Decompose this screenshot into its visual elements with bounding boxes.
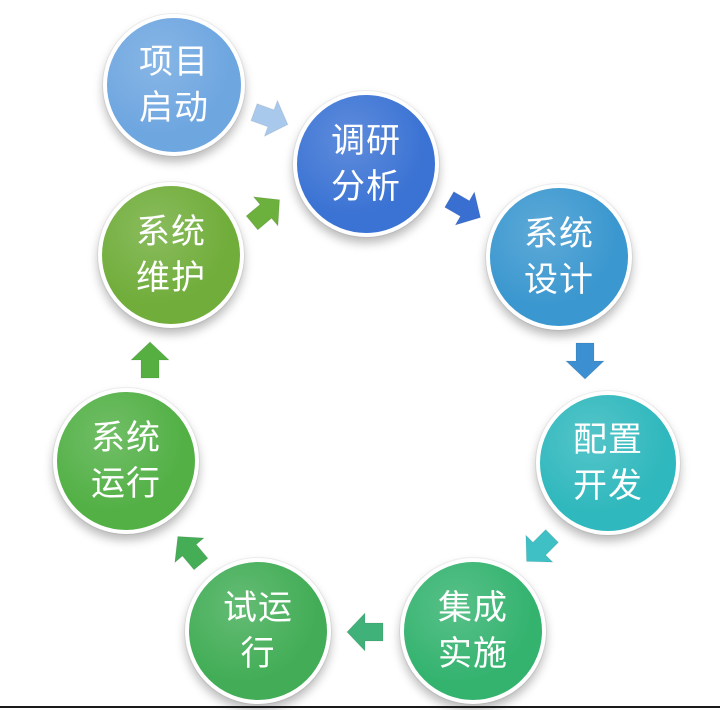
node-shi-yunxing-line2: 行 [240, 634, 276, 674]
node-xitong-yunxing-line1: 系统 [91, 418, 161, 458]
node-xitong-sheji: 系统 设计 [486, 184, 632, 330]
flow-arrow-1 [250, 99, 289, 138]
flow-arrow-7 [129, 341, 171, 379]
node-xitong-weihu-line1: 系统 [136, 212, 206, 252]
node-diaoyan-fenxi: 调研 分析 [293, 91, 439, 237]
node-xitong-yunxing-line2: 运行 [91, 464, 161, 504]
flow-arrow-2 [444, 190, 482, 226]
node-peizhi-kaifa-line2: 开发 [573, 466, 643, 506]
node-peizhi-kaifa-line1: 配置 [573, 420, 643, 460]
node-shi-yunxing: 试运 行 [185, 558, 331, 704]
flow-arrow-4 [525, 528, 560, 563]
flow-arrow-5 [346, 611, 384, 653]
node-jicheng-shishi: 集成 实施 [400, 558, 546, 704]
node-jicheng-shishi-line1: 集成 [438, 588, 508, 628]
node-xitong-sheji-line1: 系统 [524, 214, 594, 254]
flow-arrow-3 [564, 342, 606, 380]
node-xiangmu-qidong: 项目 启动 [103, 14, 245, 156]
node-xitong-weihu: 系统 维护 [98, 182, 244, 328]
node-xitong-weihu-line2: 维护 [136, 258, 206, 298]
node-xitong-yunxing: 系统 运行 [53, 388, 199, 534]
node-diaoyan-fenxi-line2: 分析 [331, 167, 401, 207]
node-shi-yunxing-line1: 试运 [223, 588, 293, 628]
flow-arrow-6 [174, 535, 209, 571]
node-xiangmu-qidong-line2: 启动 [139, 88, 209, 128]
node-xiangmu-qidong-line1: 项目 [139, 42, 209, 82]
bottom-rule [0, 706, 720, 708]
node-peizhi-kaifa: 配置 开发 [536, 391, 680, 535]
node-diaoyan-fenxi-line1: 调研 [331, 121, 401, 161]
flow-arrow-8 [245, 196, 281, 231]
node-jicheng-shishi-line2: 实施 [438, 634, 508, 674]
node-xitong-sheji-line2: 设计 [524, 260, 594, 300]
